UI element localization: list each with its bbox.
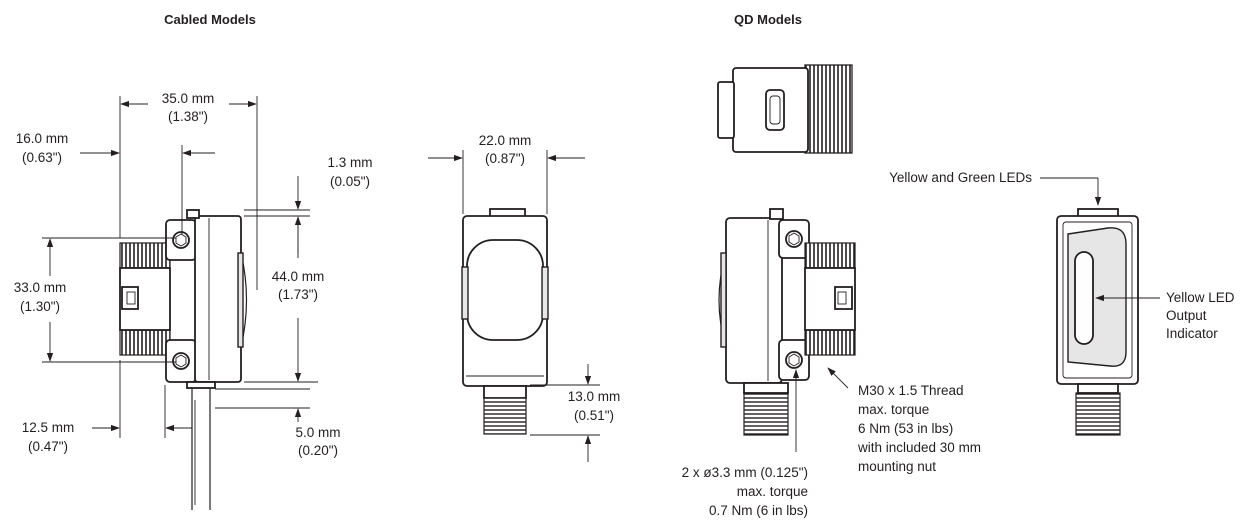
dim-5-in: (0.20") — [298, 443, 338, 458]
callout-thread-line5: mounting nut — [858, 459, 936, 474]
dim-12-5-mm: 12.5 mm — [22, 420, 75, 435]
qd-top-view — [717, 64, 853, 154]
cabled-side-view — [119, 209, 248, 510]
dimension-lines — [42, 96, 600, 462]
dim-35-in: (1.38") — [168, 109, 208, 124]
callout-indicator-line3: Indicator — [1166, 326, 1218, 341]
heading-qd-models: QD Models — [734, 12, 802, 27]
callout-leds: Yellow and Green LEDs — [889, 170, 1032, 185]
callout-thread-line1: M30 x 1.5 Thread — [858, 383, 964, 398]
dim-1-3-mm: 1.3 mm — [327, 155, 372, 170]
dim-13-mm: 13.0 mm — [568, 389, 621, 404]
callout-hole-line2: max. torque — [737, 484, 808, 499]
dim-16-mm: 16.0 mm — [16, 131, 69, 146]
dim-13-in: (0.51") — [574, 408, 614, 423]
callout-hole-line3: 0.7 Nm (6 in lbs) — [709, 503, 808, 518]
callout-thread-line3: 6 Nm (53 in lbs) — [858, 421, 953, 436]
dimension-labels: 35.0 mm (1.38") 16.0 mm (0.63") 1.3 mm (… — [14, 91, 621, 458]
callout-hole-line1: 2 x ø3.3 mm (0.125") — [682, 465, 808, 480]
dim-22-in: (0.87") — [485, 151, 525, 166]
dim-33-in: (1.30") — [20, 299, 60, 314]
dim-44-mm: 44.0 mm — [272, 269, 325, 284]
callout-labels: Yellow and Green LEDs Yellow LED Output … — [682, 170, 1235, 518]
dim-1-3-in: (0.05") — [330, 174, 370, 189]
callout-indicator-line1: Yellow LED — [1166, 290, 1235, 305]
callout-indicator-line2: Output — [1166, 308, 1207, 323]
qd-front-view — [1056, 208, 1139, 436]
dim-33-mm: 33.0 mm — [14, 280, 67, 295]
dim-12-5-in: (0.47") — [28, 439, 68, 454]
dim-44-in: (1.73") — [278, 287, 318, 302]
heading-cabled-models: Cabled Models — [164, 12, 256, 27]
cabled-front-view — [461, 208, 549, 435]
callout-leaders — [792, 177, 1160, 452]
dim-16-in: (0.63") — [22, 150, 62, 165]
qd-side-view — [718, 208, 856, 436]
dim-5-mm: 5.0 mm — [295, 425, 340, 440]
dim-22-mm: 22.0 mm — [479, 133, 532, 148]
callout-thread-line4: with included 30 mm — [857, 440, 981, 455]
dim-35-mm: 35.0 mm — [162, 91, 215, 106]
callout-thread-line2: max. torque — [858, 402, 929, 417]
